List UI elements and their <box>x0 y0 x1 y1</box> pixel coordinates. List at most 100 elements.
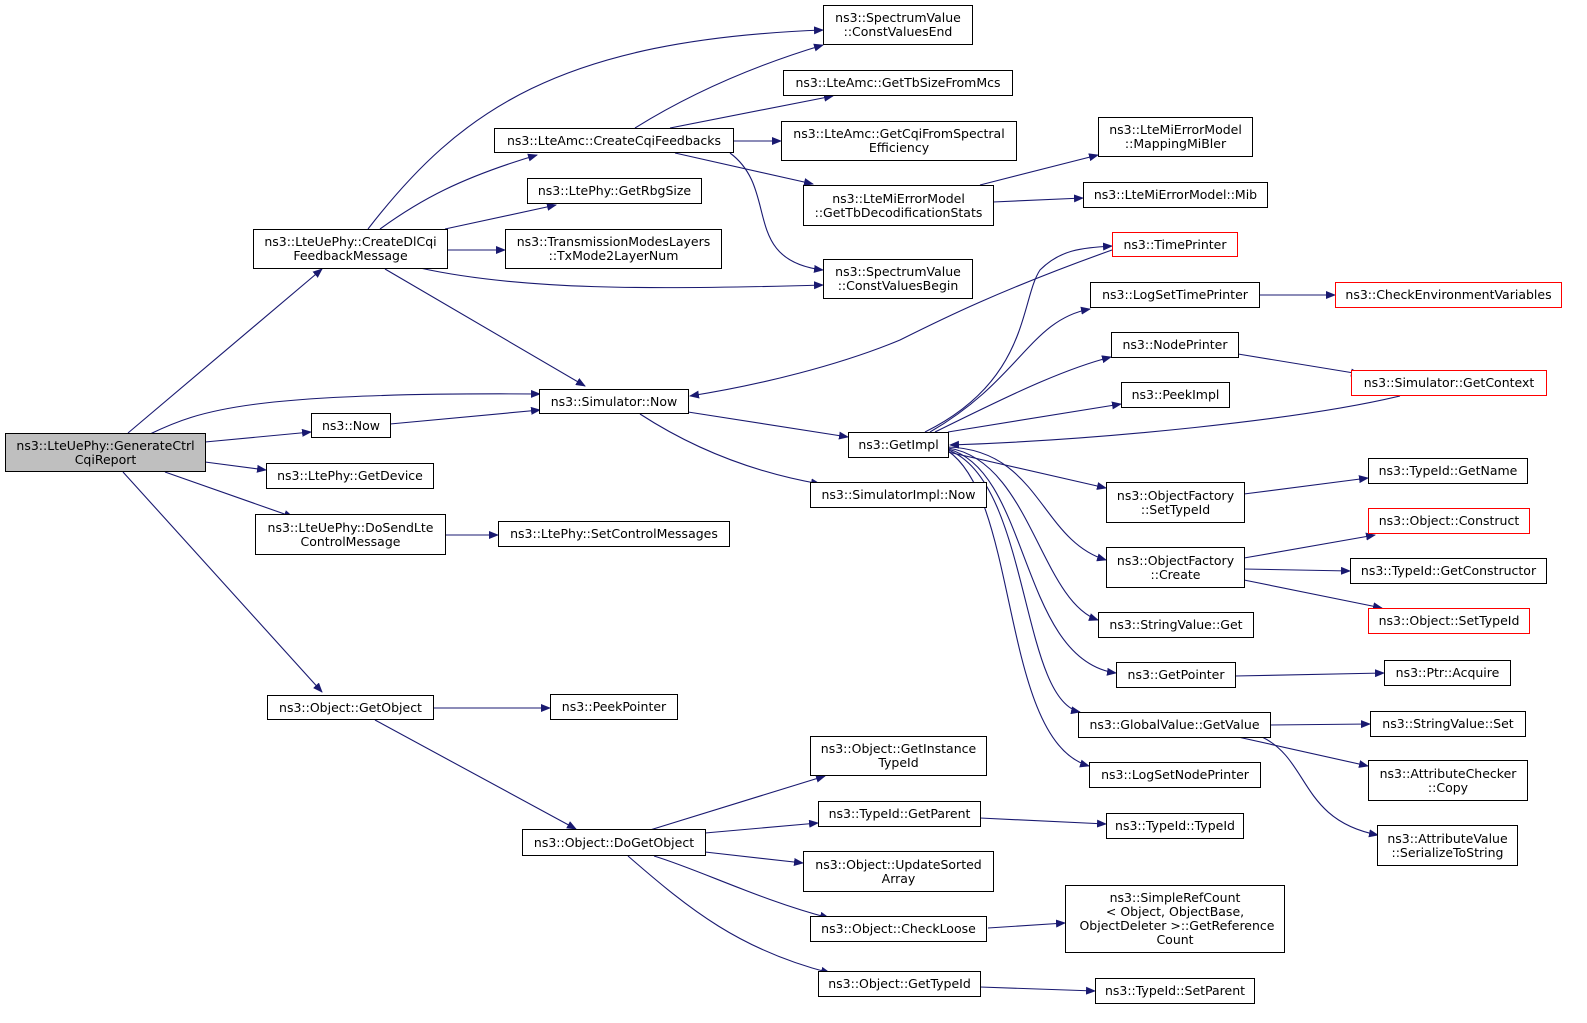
node-object-do-get-object[interactable]: ns3::Object::DoGetObject <box>522 829 706 856</box>
node-spectrum-const-values-end[interactable]: ns3::SpectrumValue ::ConstValuesEnd <box>823 5 973 45</box>
node-check-environment-variables[interactable]: ns3::CheckEnvironmentVariables <box>1335 282 1562 308</box>
edge-ns3-now-simulator-now <box>389 406 541 425</box>
edge-time-printer-simulator-now <box>689 249 1113 399</box>
node-log-set-time-printer[interactable]: ns3::LogSetTimePrinter <box>1090 282 1260 308</box>
node-get-impl[interactable]: ns3::GetImpl <box>848 432 949 458</box>
edge-do-get-object-check-loose <box>653 855 830 920</box>
node-object-check-loose[interactable]: ns3::Object::CheckLoose <box>810 916 987 942</box>
node-simple-ref-count-get-reference-count[interactable]: ns3::SimpleRefCount < Object, ObjectBase… <box>1065 885 1285 953</box>
edge-do-get-object-get-parent <box>704 819 819 834</box>
node-type-id-get-name[interactable]: ns3::TypeId::GetName <box>1368 458 1528 484</box>
edge-factory-create-construct <box>1243 532 1376 559</box>
edge-get-impl-string-get <box>947 447 1099 621</box>
edge-get-impl-time-printer <box>924 242 1113 433</box>
node-ns3-now[interactable]: ns3::Now <box>311 413 391 438</box>
node-create-cqi-feedbacks[interactable]: ns3::LteAmc::CreateCqiFeedbacks <box>494 128 734 153</box>
node-type-id-type-id[interactable]: ns3::TypeId::TypeId <box>1106 813 1244 839</box>
node-generate-ctrl-cqi-report: ns3::LteUePhy::GenerateCtrl CqiReport <box>5 433 206 472</box>
edge-create-cqi-const-end <box>634 43 824 129</box>
node-set-control-messages[interactable]: ns3::LtePhy::SetControlMessages <box>498 521 730 547</box>
edge-root-ns3-now <box>204 428 312 443</box>
edge-create-cqi-tb-size <box>669 93 834 129</box>
edge-get-type-id-set-parent <box>979 986 1096 995</box>
edge-get-impl-node-printer <box>934 355 1112 433</box>
node-do-send-lte-control-message[interactable]: ns3::LteUePhy::DoSendLte ControlMessage <box>255 514 446 555</box>
node-simulator-impl-now[interactable]: ns3::SimulatorImpl::Now <box>810 482 987 508</box>
edge-factory-create-object-set-type-id <box>1243 579 1383 611</box>
edge-create-dl-create-cqi <box>379 153 538 230</box>
node-string-value-get[interactable]: ns3::StringValue::Get <box>1098 612 1254 638</box>
edge-get-impl-log-time <box>929 306 1091 433</box>
node-get-tb-size-from-mcs[interactable]: ns3::LteAmc::GetTbSizeFromMcs <box>783 70 1013 96</box>
node-peek-pointer[interactable]: ns3::PeekPointer <box>550 694 678 720</box>
node-object-update-sorted-array[interactable]: ns3::Object::UpdateSorted Array <box>803 851 994 892</box>
edge-create-dl-const-begin <box>419 267 824 290</box>
node-type-id-get-parent[interactable]: ns3::TypeId::GetParent <box>818 801 981 827</box>
edge-root-get-object <box>122 471 323 693</box>
node-object-get-object[interactable]: ns3::Object::GetObject <box>267 695 434 720</box>
edge-get-impl-global-value <box>947 449 1081 715</box>
node-peek-impl[interactable]: ns3::PeekImpl <box>1121 382 1230 408</box>
node-attribute-value-serialize-to-string[interactable]: ns3::AttributeValue ::SerializeToString <box>1377 825 1518 866</box>
node-spectrum-const-values-begin[interactable]: ns3::SpectrumValue ::ConstValuesBegin <box>823 259 973 299</box>
edge-simulator-now-get-impl <box>687 411 849 440</box>
node-get-cqi-from-spectral-efficiency[interactable]: ns3::LteAmc::GetCqiFromSpectral Efficien… <box>781 121 1017 161</box>
node-lte-mi-error-model-mib[interactable]: ns3::LteMiErrorModel::Mib <box>1083 182 1268 208</box>
edge-global-value-string-set <box>1269 720 1371 729</box>
node-type-id-get-constructor[interactable]: ns3::TypeId::GetConstructor <box>1350 558 1547 584</box>
edge-node-printer-get-context <box>1237 353 1361 377</box>
edge-get-impl-peek-impl <box>947 401 1122 433</box>
edge-tb-decod-mib <box>992 194 1084 203</box>
node-get-instance-type-id[interactable]: ns3::Object::GetInstance TypeId <box>810 736 987 776</box>
edge-global-value-checker-copy <box>1237 736 1369 768</box>
edge-do-get-object-instance-type <box>649 774 826 831</box>
node-object-factory-set-type-id[interactable]: ns3::ObjectFactory ::SetTypeId <box>1106 482 1245 523</box>
edge-create-cqi-const-begin <box>729 152 824 273</box>
node-object-set-type-id[interactable]: ns3::Object::SetTypeId <box>1368 608 1530 634</box>
edge-do-get-object-get-type-id <box>627 855 831 975</box>
node-time-printer[interactable]: ns3::TimePrinter <box>1112 232 1238 257</box>
edge-root-get-device <box>204 461 267 473</box>
edge-get-impl-get-pointer <box>947 448 1117 676</box>
node-attribute-checker-copy[interactable]: ns3::AttributeChecker ::Copy <box>1368 760 1528 801</box>
node-object-construct[interactable]: ns3::Object::Construct <box>1368 508 1530 534</box>
edge-root-simulator-now <box>149 389 541 435</box>
edge-get-object-do-get-object <box>374 719 577 830</box>
edge-do-get-object-update-sorted <box>704 851 804 866</box>
edge-create-dl-const-end <box>367 26 824 230</box>
edge-get-parent-type-id <box>979 817 1107 828</box>
node-simulator-now[interactable]: ns3::Simulator::Now <box>539 389 689 414</box>
node-simulator-get-context[interactable]: ns3::Simulator::GetContext <box>1351 370 1547 396</box>
node-object-get-type-id[interactable]: ns3::Object::GetTypeId <box>818 971 981 997</box>
node-node-printer[interactable]: ns3::NodePrinter <box>1111 332 1239 358</box>
edge-create-dl-simulator-now <box>384 268 586 387</box>
node-lte-phy-get-device[interactable]: ns3::LtePhy::GetDevice <box>266 463 434 489</box>
node-ptr-acquire[interactable]: ns3::Ptr::Acquire <box>1384 660 1511 686</box>
edge-create-dl-rbg-size <box>444 202 557 230</box>
edge-root-do-send-lte <box>164 471 294 518</box>
edge-get-impl-log-node <box>947 450 1090 768</box>
node-get-pointer[interactable]: ns3::GetPointer <box>1116 662 1236 688</box>
node-get-tb-decodification-stats[interactable]: ns3::LteMiErrorModel ::GetTbDecodificati… <box>803 185 994 226</box>
node-object-factory-create[interactable]: ns3::ObjectFactory ::Create <box>1106 547 1245 588</box>
node-get-rbg-size[interactable]: ns3::LtePhy::GetRbgSize <box>527 178 702 204</box>
edges <box>122 26 1401 995</box>
edge-create-cqi-tb-decod <box>674 152 814 186</box>
node-global-value-get-value[interactable]: ns3::GlobalValue::GetValue <box>1078 712 1271 738</box>
edge-get-impl-set-type-id <box>947 451 1107 490</box>
node-log-set-node-printer[interactable]: ns3::LogSetNodePrinter <box>1089 762 1261 788</box>
node-string-value-set[interactable]: ns3::StringValue::Set <box>1370 711 1526 737</box>
edge-simulator-now-impl-now <box>639 413 821 487</box>
node-type-id-set-parent[interactable]: ns3::TypeId::SetParent <box>1095 978 1255 1004</box>
edge-get-context-get-impl <box>949 395 1401 449</box>
node-tx-mode-2-layer-num[interactable]: ns3::TransmissionModesLayers ::TxMode2La… <box>505 229 722 269</box>
edge-get-pointer-ptr-acquire <box>1234 669 1385 678</box>
edge-root-create-dl-cqi <box>127 268 323 434</box>
edge-check-loose-ref-count <box>987 919 1066 929</box>
edge-factory-create-get-constructor <box>1243 566 1351 575</box>
node-create-dl-cqi-feedback-message[interactable]: ns3::LteUePhy::CreateDlCqi FeedbackMessa… <box>253 229 448 269</box>
edge-tb-decod-mapping <box>979 153 1099 186</box>
node-mapping-mi-bler[interactable]: ns3::LteMiErrorModel ::MappingMiBler <box>1098 117 1253 157</box>
